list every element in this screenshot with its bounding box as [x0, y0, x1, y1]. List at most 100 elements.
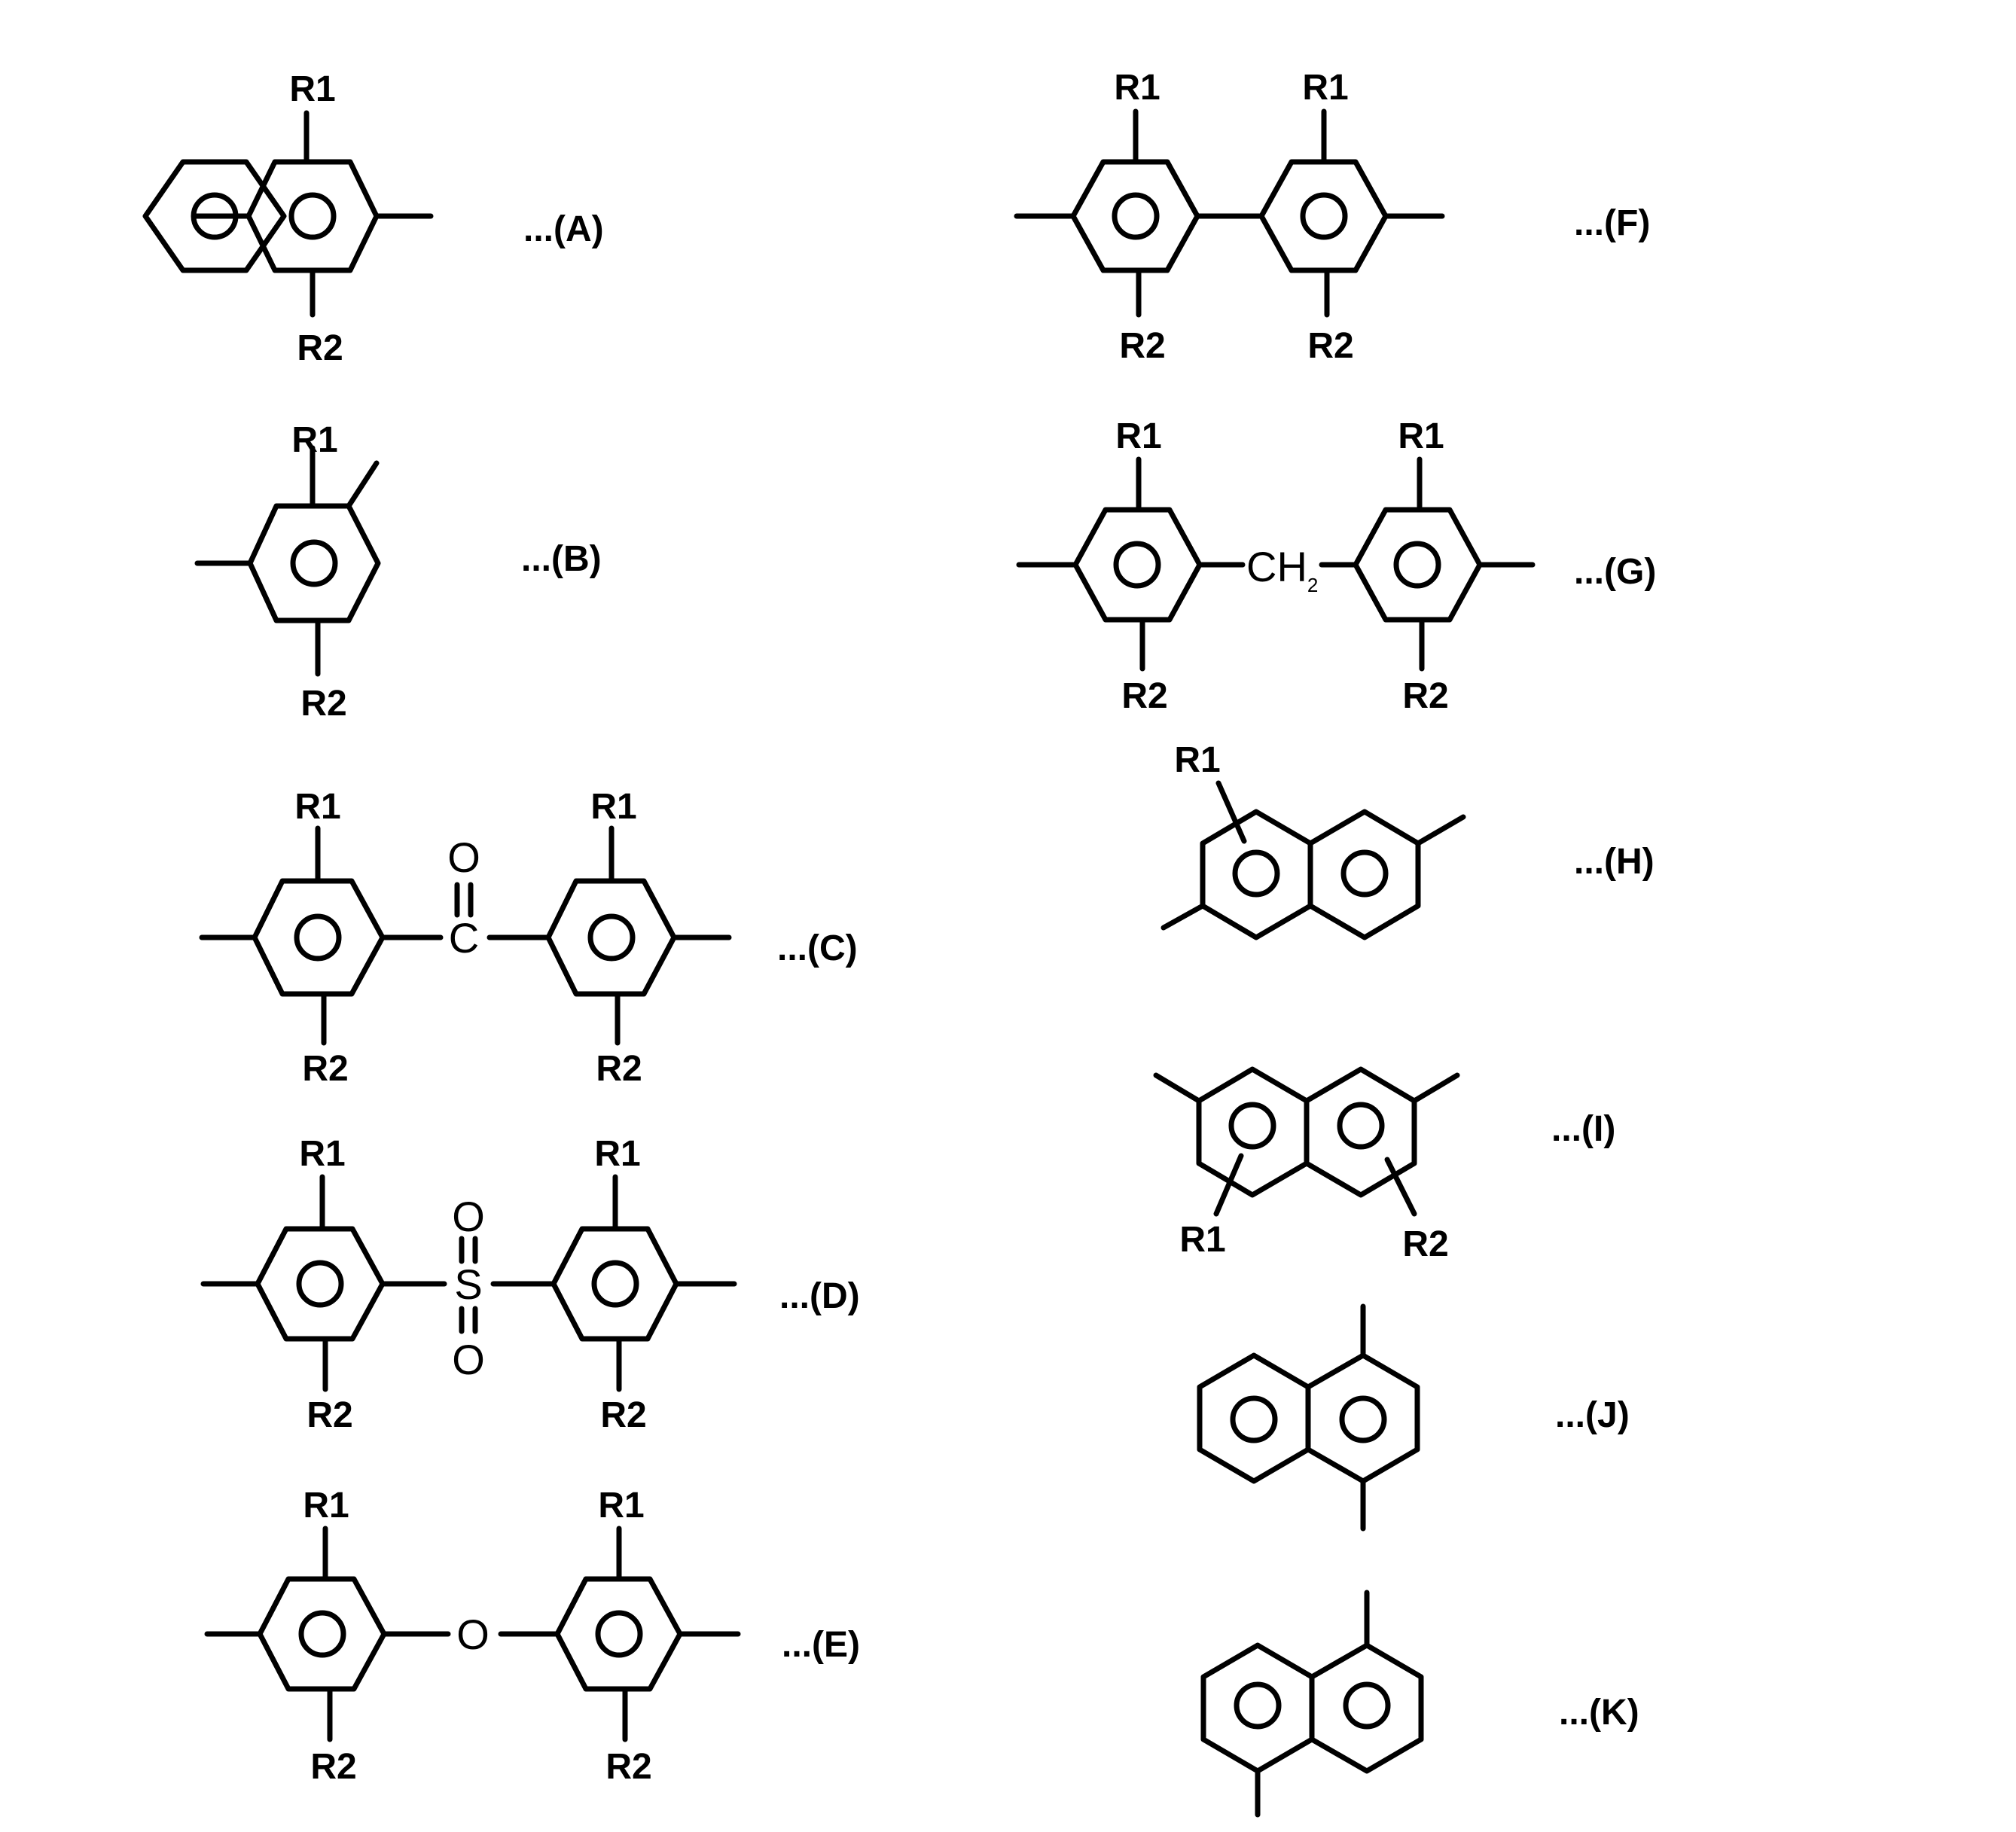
substituent-r2: R2 — [600, 1395, 646, 1435]
aromatic-circle — [297, 916, 339, 959]
substituent-r1: R1 — [294, 787, 340, 827]
aromatic-circle — [590, 916, 633, 959]
naphthalene-ring — [1199, 1069, 1307, 1195]
structure-c: O C R1 R2 R1 R2 ...(C) — [202, 787, 858, 1089]
benzene-ring — [260, 1579, 384, 1689]
structure-h: R1 ...(H) — [1164, 740, 1655, 937]
structure-a: R1 R2 ...(A) — [145, 69, 604, 368]
benzene-ring — [249, 162, 377, 270]
benzene-ring — [548, 881, 674, 994]
aromatic-circle — [1303, 195, 1345, 237]
structure-label: ...(J) — [1555, 1395, 1630, 1435]
aromatic-circle — [1115, 195, 1157, 237]
substituent-r2: R2 — [307, 1395, 352, 1435]
structure-f: R1 R2 R1 R2 ...(F) — [1017, 68, 1650, 366]
structure-label: ...(E) — [782, 1625, 860, 1665]
substituent-r1: R1 — [303, 1486, 349, 1526]
substituent-r1: R1 — [289, 69, 335, 109]
benzene-ring — [255, 881, 383, 994]
structure-label: ...(A) — [523, 209, 604, 249]
substituent-r2: R2 — [1121, 676, 1167, 716]
aromatic-circle — [1235, 852, 1277, 895]
naphthalene-ring — [1203, 1645, 1312, 1771]
benzene-ring — [1356, 510, 1480, 620]
substituent-r2: R2 — [302, 1049, 348, 1089]
substituent-r2: R2 — [1119, 326, 1165, 366]
structure-d: O S O R1 R2 R1 R2 ...(D) — [203, 1134, 860, 1435]
structure-b: R1 R2 ...(B) — [197, 420, 602, 724]
substituent-r2: R2 — [310, 1747, 356, 1787]
atom-c: C — [449, 914, 479, 962]
atom-o: O — [452, 1193, 485, 1240]
naphthalene-ring — [1310, 812, 1418, 937]
substituent-r1: R1 — [1398, 416, 1444, 456]
benzene-ring — [1075, 510, 1200, 620]
structure-k: ...(K) — [1203, 1593, 1639, 1815]
structure-label: ...(G) — [1574, 552, 1656, 592]
substituent-r2: R2 — [1402, 676, 1448, 716]
benzene-ring — [250, 506, 378, 620]
bond — [1156, 1075, 1199, 1101]
structure-j: ...(J) — [1200, 1306, 1630, 1529]
structure-label: ...(H) — [1574, 842, 1655, 882]
substituent-r1: R1 — [1302, 68, 1348, 108]
substituent-r2: R2 — [1402, 1224, 1448, 1264]
benzene-ring — [554, 1229, 676, 1339]
benzene-ring — [1261, 162, 1386, 270]
substituent-r2: R2 — [605, 1747, 651, 1787]
aromatic-circle — [1231, 1105, 1273, 1147]
substituent-r1: R1 — [594, 1134, 640, 1174]
bond — [1164, 906, 1203, 928]
atom-o: O — [456, 1611, 490, 1658]
atom-ch2: CH2 — [1246, 543, 1318, 596]
naphthalene-ring — [1308, 1355, 1417, 1481]
structure-e: O R1 R2 R1 R2 ...(E) — [207, 1486, 860, 1787]
substituent-r1: R1 — [299, 1134, 345, 1174]
structure-label: ...(F) — [1574, 203, 1650, 243]
aromatic-circle — [594, 1263, 636, 1305]
benzene-ring — [557, 1579, 680, 1689]
structure-label: ...(I) — [1551, 1109, 1615, 1149]
atom-o: O — [452, 1336, 485, 1383]
aromatic-circle — [1346, 1684, 1388, 1727]
aromatic-circle — [1342, 1398, 1384, 1440]
benzene-ring — [1073, 162, 1197, 270]
bond — [349, 463, 377, 506]
substituent-r1: R1 — [598, 1486, 644, 1526]
structure-label: ...(B) — [521, 539, 602, 579]
structure-label: ...(K) — [1559, 1693, 1639, 1733]
substituent-r1: R1 — [1179, 1220, 1225, 1260]
bond — [1418, 817, 1463, 843]
aromatic-circle — [598, 1613, 640, 1655]
substituent-r1: R1 — [1115, 416, 1161, 456]
substituent-r1: R1 — [1114, 68, 1160, 108]
aromatic-circle — [291, 195, 334, 237]
aromatic-circle — [299, 1263, 341, 1305]
atom-s: S — [454, 1260, 482, 1308]
structure-g: CH2 R1 R2 R1 R2 ...(G) — [1019, 416, 1656, 716]
substituent-r2: R2 — [297, 328, 343, 368]
structure-label: ...(C) — [777, 928, 858, 968]
bond — [1414, 1075, 1457, 1101]
structure-i: R1 R2 ...(I) — [1156, 1069, 1615, 1264]
substituent-r2: R2 — [1307, 326, 1353, 366]
substituent-r1: R1 — [291, 420, 337, 460]
naphthalene-ring — [1203, 812, 1310, 937]
naphthalene-ring — [1312, 1645, 1421, 1771]
aromatic-circle — [1233, 1398, 1275, 1440]
substituent-r2: R2 — [300, 684, 346, 724]
structure-label: ...(D) — [779, 1276, 860, 1316]
naphthalene-ring — [1200, 1355, 1308, 1481]
aromatic-circle — [1343, 852, 1386, 895]
substituent-r1: R1 — [1174, 740, 1220, 780]
substituent-r1: R1 — [590, 787, 636, 827]
aromatic-circle — [1237, 1684, 1279, 1727]
aromatic-circle — [293, 542, 335, 584]
aromatic-circle — [301, 1613, 343, 1655]
benzene-ring — [258, 1229, 383, 1339]
aromatic-circle — [1116, 544, 1158, 586]
aromatic-circle — [1396, 544, 1438, 586]
aromatic-circle — [1340, 1105, 1382, 1147]
substituent-r2: R2 — [596, 1049, 642, 1089]
